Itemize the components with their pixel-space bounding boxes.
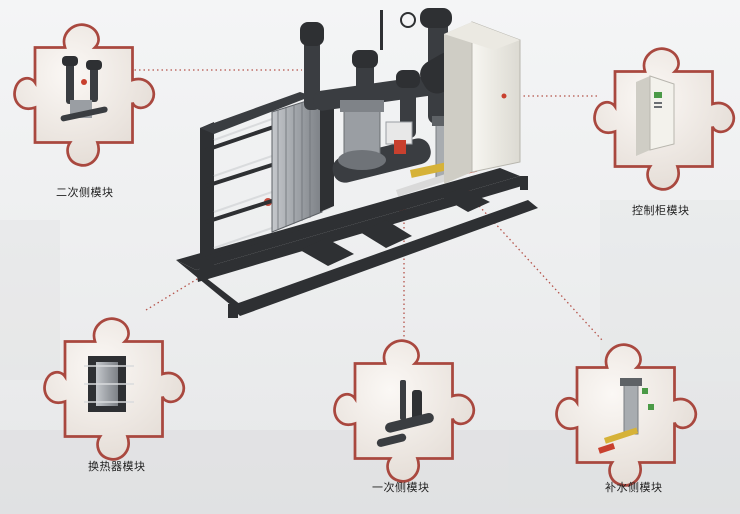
puzzle-piece-primary — [333, 339, 476, 483]
label-secondary-module: 二次侧模块 — [56, 186, 114, 199]
makeup-module-icon — [598, 378, 654, 454]
label-control-module: 控制柜模块 — [632, 204, 690, 217]
puzzle-piece-exchanger — [43, 317, 186, 461]
primary-module-icon — [376, 380, 434, 447]
label-exchanger-module: 换热器模块 — [88, 460, 146, 473]
control-cabinet-icon — [636, 75, 675, 156]
puzzle-piece-control — [593, 47, 736, 191]
label-makeup-module: 补水侧模块 — [605, 481, 663, 494]
control-cabinet — [444, 21, 521, 184]
heat-exchanger — [200, 90, 334, 276]
puzzle-piece-secondary — [13, 23, 156, 167]
secondary-module-icon — [60, 56, 108, 122]
equipment-assembly — [176, 8, 538, 318]
heat-exchanger-icon — [84, 356, 134, 412]
connector-exchanger — [145, 263, 223, 311]
pump-group — [338, 100, 413, 170]
base-skid — [176, 168, 538, 318]
label-primary-module: 一次侧模块 — [372, 481, 430, 494]
puzzle-piece-makeup — [555, 343, 698, 487]
